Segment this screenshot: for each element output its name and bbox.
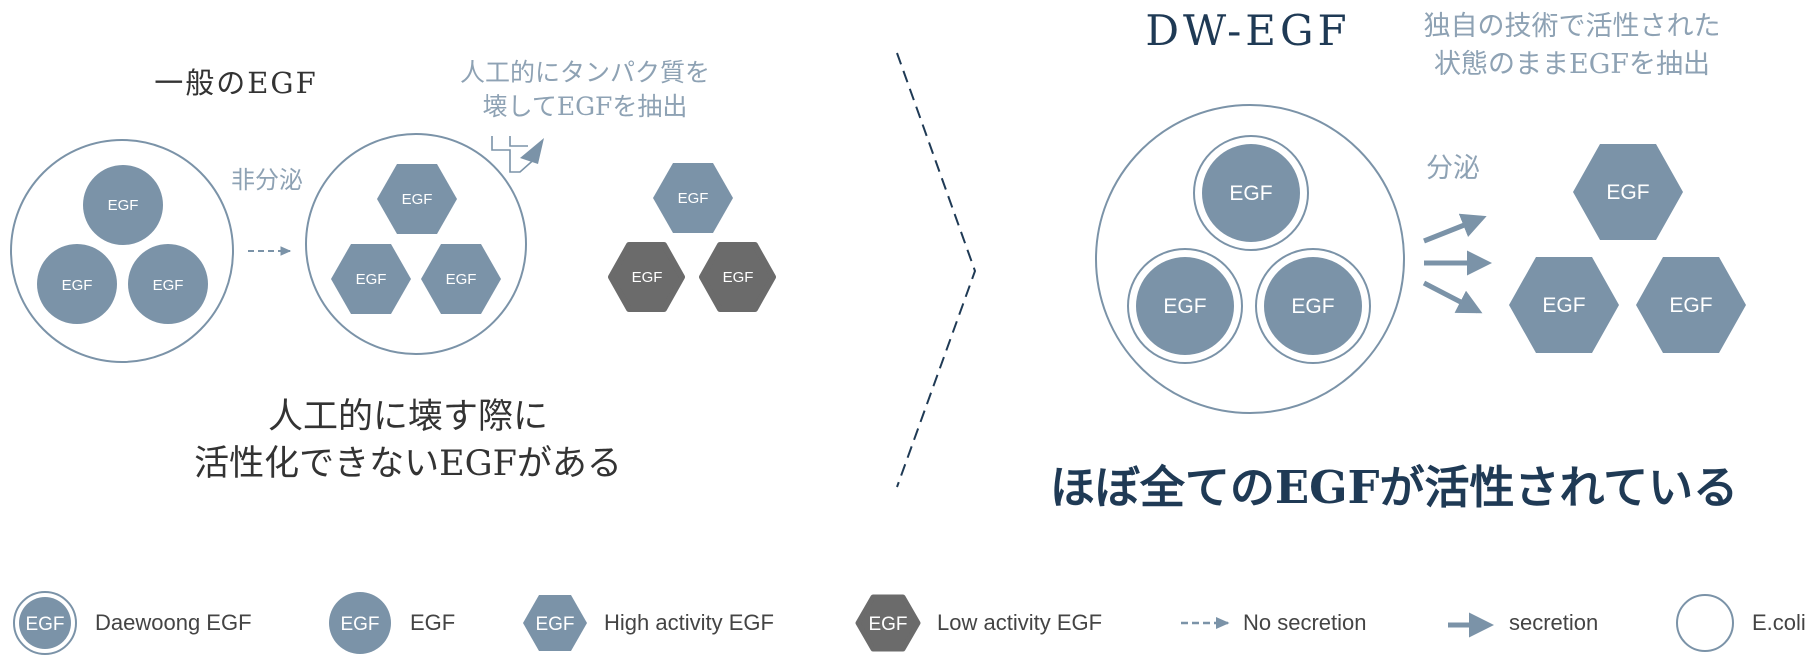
egf-label: EGF xyxy=(356,271,387,288)
callout-pointer-icon xyxy=(520,138,544,164)
left-caption-line-1: 人工的に壊す際に xyxy=(268,397,548,437)
daewoong-egf xyxy=(1202,144,1300,242)
egf-label: EGF xyxy=(1606,181,1649,204)
legend-label-no-secretion: No secretion xyxy=(1243,610,1367,635)
legend-label-low-activity: Low activity EGF xyxy=(937,610,1102,635)
egf-label: EGF xyxy=(153,277,184,294)
egf-label: EGF xyxy=(402,191,433,208)
right-panel: DW-EGF 独自の技術で活性された 状態のままEGFを抽出 EGF EGF E… xyxy=(1050,6,1746,514)
egf-label: EGF xyxy=(1542,294,1585,317)
secretion-arrow xyxy=(1423,213,1487,244)
high-activity-hexagon-icon xyxy=(523,595,587,651)
egf-label: EGF xyxy=(108,197,139,214)
right-subtitle-line-1: 独自の技術で活性された xyxy=(1424,11,1721,42)
legend-icon-text: EGF xyxy=(25,614,64,635)
egf-label: EGF xyxy=(62,277,93,294)
daewoong-egf-ring xyxy=(1127,248,1243,364)
callout-line-1: 人工的にタンパク質を xyxy=(460,58,710,87)
egf-label: EGF xyxy=(1291,295,1334,318)
egf-circle xyxy=(37,244,117,324)
secretion-arrow xyxy=(1422,280,1483,314)
high-activity-egf-hexagon xyxy=(421,244,501,314)
egf-label: EGF xyxy=(446,271,477,288)
legend-icon-text: EGF xyxy=(868,614,907,635)
high-activity-egf-hexagon xyxy=(331,244,411,314)
callout-line-2: 壊してEGFを抽出 xyxy=(483,92,688,121)
legend-icon-text: EGF xyxy=(535,614,574,635)
egf-circle xyxy=(83,165,163,245)
secretion-label: 分泌 xyxy=(1426,153,1480,184)
egf-label: EGF xyxy=(1229,182,1272,205)
right-title: DW-EGF xyxy=(1145,6,1350,55)
high-activity-egf-hexagon xyxy=(653,163,733,233)
ecoli-cell-2 xyxy=(305,133,527,355)
egf-label: EGF xyxy=(723,269,754,286)
egf-label: EGF xyxy=(1163,295,1206,318)
break-zigzag-icon xyxy=(491,136,539,173)
high-activity-egf-hexagon xyxy=(1636,257,1746,353)
low-activity-egf-hexagon xyxy=(608,242,685,312)
break-zigzag-icon xyxy=(509,136,528,147)
left-panel: 一般のEGF EGF EGF EGF 非分泌 EGF EGF EGF 人工的にタ… xyxy=(10,58,776,484)
daewoong-egf-icon xyxy=(13,591,77,655)
no-secretion-label: 非分泌 xyxy=(231,166,303,194)
high-activity-egf-hexagon xyxy=(1509,257,1619,353)
ecoli-circle-icon xyxy=(1676,594,1734,652)
legend-icon-text: EGF xyxy=(340,614,379,635)
left-title: 一般のEGF xyxy=(154,66,317,100)
legend-label-high-activity: High activity EGF xyxy=(604,610,774,635)
egf-circle-icon xyxy=(329,592,391,654)
legend-label-secretion: secretion xyxy=(1509,610,1598,635)
egf-label: EGF xyxy=(678,190,709,207)
daewoong-egf xyxy=(1136,257,1234,355)
egf-label: EGF xyxy=(632,269,663,286)
high-activity-egf-hexagon xyxy=(1573,144,1683,240)
legend: EGF Daewoong EGF EGF EGF EGF High activi… xyxy=(13,591,1806,655)
right-caption: ほぼ全てのEGFが活性されている xyxy=(1050,461,1738,514)
legend-label-ecoli: E.coli xyxy=(1752,610,1806,635)
legend-label-egf: EGF xyxy=(410,610,455,635)
egf-circle xyxy=(128,244,208,324)
right-subtitle-line-2: 状態のままEGFを抽出 xyxy=(1434,49,1710,80)
left-caption-line-2: 活性化できないEGFがある xyxy=(194,444,622,484)
low-activity-egf-hexagon xyxy=(699,242,776,312)
low-activity-hexagon-icon xyxy=(855,594,921,652)
daewoong-egf xyxy=(1264,257,1362,355)
daewoong-egf-icon-fill xyxy=(19,597,71,649)
comparison-divider xyxy=(896,52,977,488)
high-activity-egf-hexagon xyxy=(377,164,457,234)
legend-label-daewoong-egf: Daewoong EGF xyxy=(95,610,252,635)
ecoli-cell-1 xyxy=(10,139,234,363)
egf-label: EGF xyxy=(1669,294,1712,317)
ecoli-cell-dw xyxy=(1095,104,1405,414)
daewoong-egf-ring xyxy=(1255,248,1371,364)
daewoong-egf-ring xyxy=(1193,135,1309,251)
